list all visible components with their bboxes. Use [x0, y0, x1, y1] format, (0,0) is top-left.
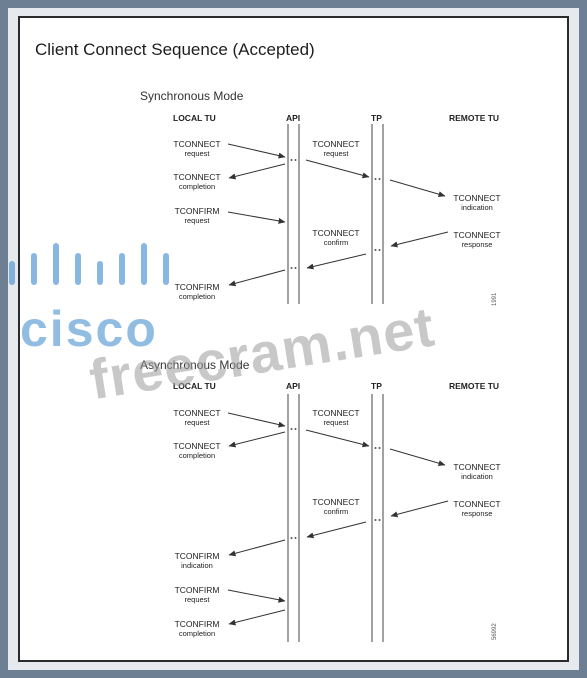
sync-header-tp: TP — [371, 113, 382, 123]
sync-message-arrows — [227, 143, 449, 287]
async-header-remote-tu: REMOTE TU — [449, 381, 500, 391]
async-lifelines — [287, 394, 384, 642]
async-header-api: API — [286, 381, 301, 391]
async-dots — [290, 428, 381, 539]
diagram-panel — [18, 16, 569, 662]
sync-lifelines — [287, 124, 384, 304]
sync-header-api: API — [286, 113, 301, 123]
sync-header-remote-tu: REMOTE TU — [449, 113, 500, 123]
async-header-local-tu: LOCAL TU — [173, 381, 216, 391]
sync-dots — [290, 159, 381, 269]
async-message-arrows — [227, 412, 449, 626]
async-mode-label: Asynchronous Mode — [140, 358, 250, 372]
async-header-tp: TP — [371, 381, 382, 391]
cisco-watermark: cisco — [20, 301, 158, 357]
diagram-title: Client Connect Sequence (Accepted) — [35, 40, 315, 59]
sync-header-local-tu: LOCAL TU — [173, 113, 216, 123]
cisco-logo-bars-icon — [9, 243, 169, 285]
sync-mode-label: Synchronous Mode — [140, 89, 244, 103]
